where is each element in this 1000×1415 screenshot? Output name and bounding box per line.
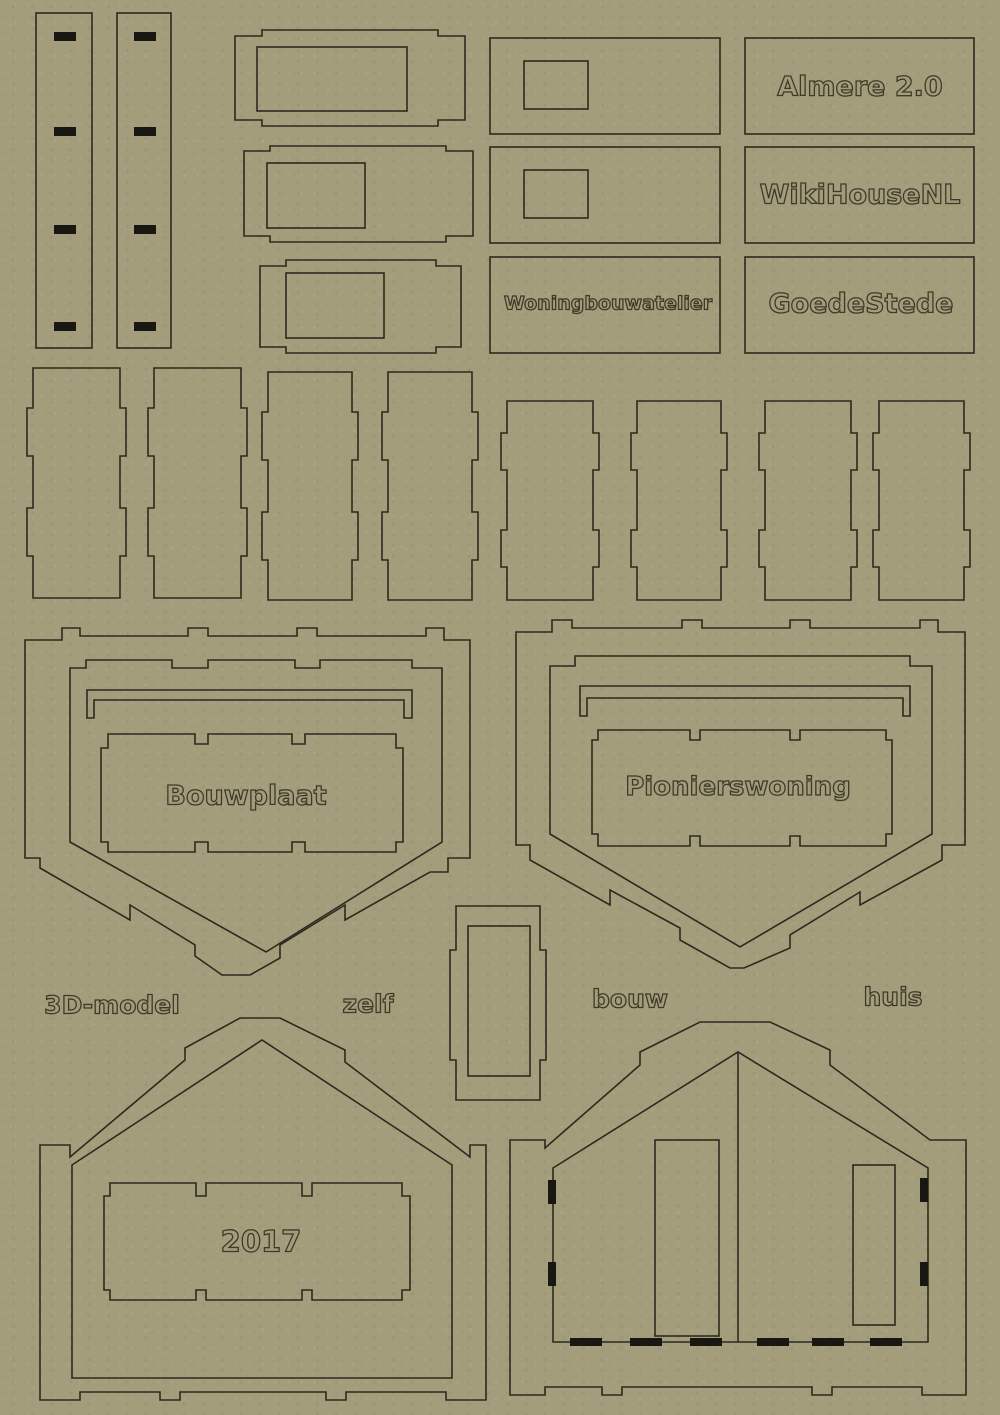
wall-panel-7: [758, 400, 858, 601]
engraving-year: 2017: [220, 1224, 302, 1259]
window-panel-5: [489, 146, 721, 244]
wall-panel-3: [261, 371, 359, 601]
window-panel-2: [243, 145, 474, 243]
plate-almere: [744, 37, 975, 135]
house-panel-door: [509, 1021, 967, 1396]
engraving-goedestede: GoedeStede: [768, 288, 954, 320]
engraving-bouw: bouw: [591, 984, 668, 1014]
plate-wikihouse: [744, 146, 975, 244]
wall-panel-8: [872, 400, 971, 601]
house-panel-2017: [39, 1017, 487, 1401]
plate-woningbouwatelier: [489, 256, 721, 354]
gable-panel-pionierswoning: [515, 619, 966, 969]
narrow-window-panel: [449, 905, 547, 1101]
engraving-zelf: zelf: [342, 989, 394, 1019]
wall-panel-4: [381, 371, 479, 601]
window-panel-1: [234, 29, 466, 127]
wall-panel-5: [500, 400, 600, 601]
engraving-almere: Almere 2.0: [777, 71, 944, 103]
engraving-huis: huis: [863, 982, 923, 1012]
engraving-pionierswoning: Pionierswoning: [625, 772, 852, 802]
engraving-woningbouwatelier: Woningbouwatelier: [503, 292, 713, 315]
plate-goedestede: [744, 256, 975, 354]
window-panel-3: [259, 259, 462, 354]
engraving-bouwplaat: Bouwplaat: [165, 780, 328, 812]
strip-right: [116, 12, 172, 349]
strip-left: [35, 12, 93, 349]
engraving-3d-model: 3D-model: [44, 990, 181, 1020]
window-panel-4: [489, 37, 721, 135]
engraving-wikihouse: WikiHouseNL: [759, 179, 961, 211]
wall-panel-2: [147, 367, 248, 599]
wall-panel-1: [26, 367, 127, 599]
wall-panel-6: [630, 400, 728, 601]
gable-panel-bouwplaat: [24, 627, 471, 976]
